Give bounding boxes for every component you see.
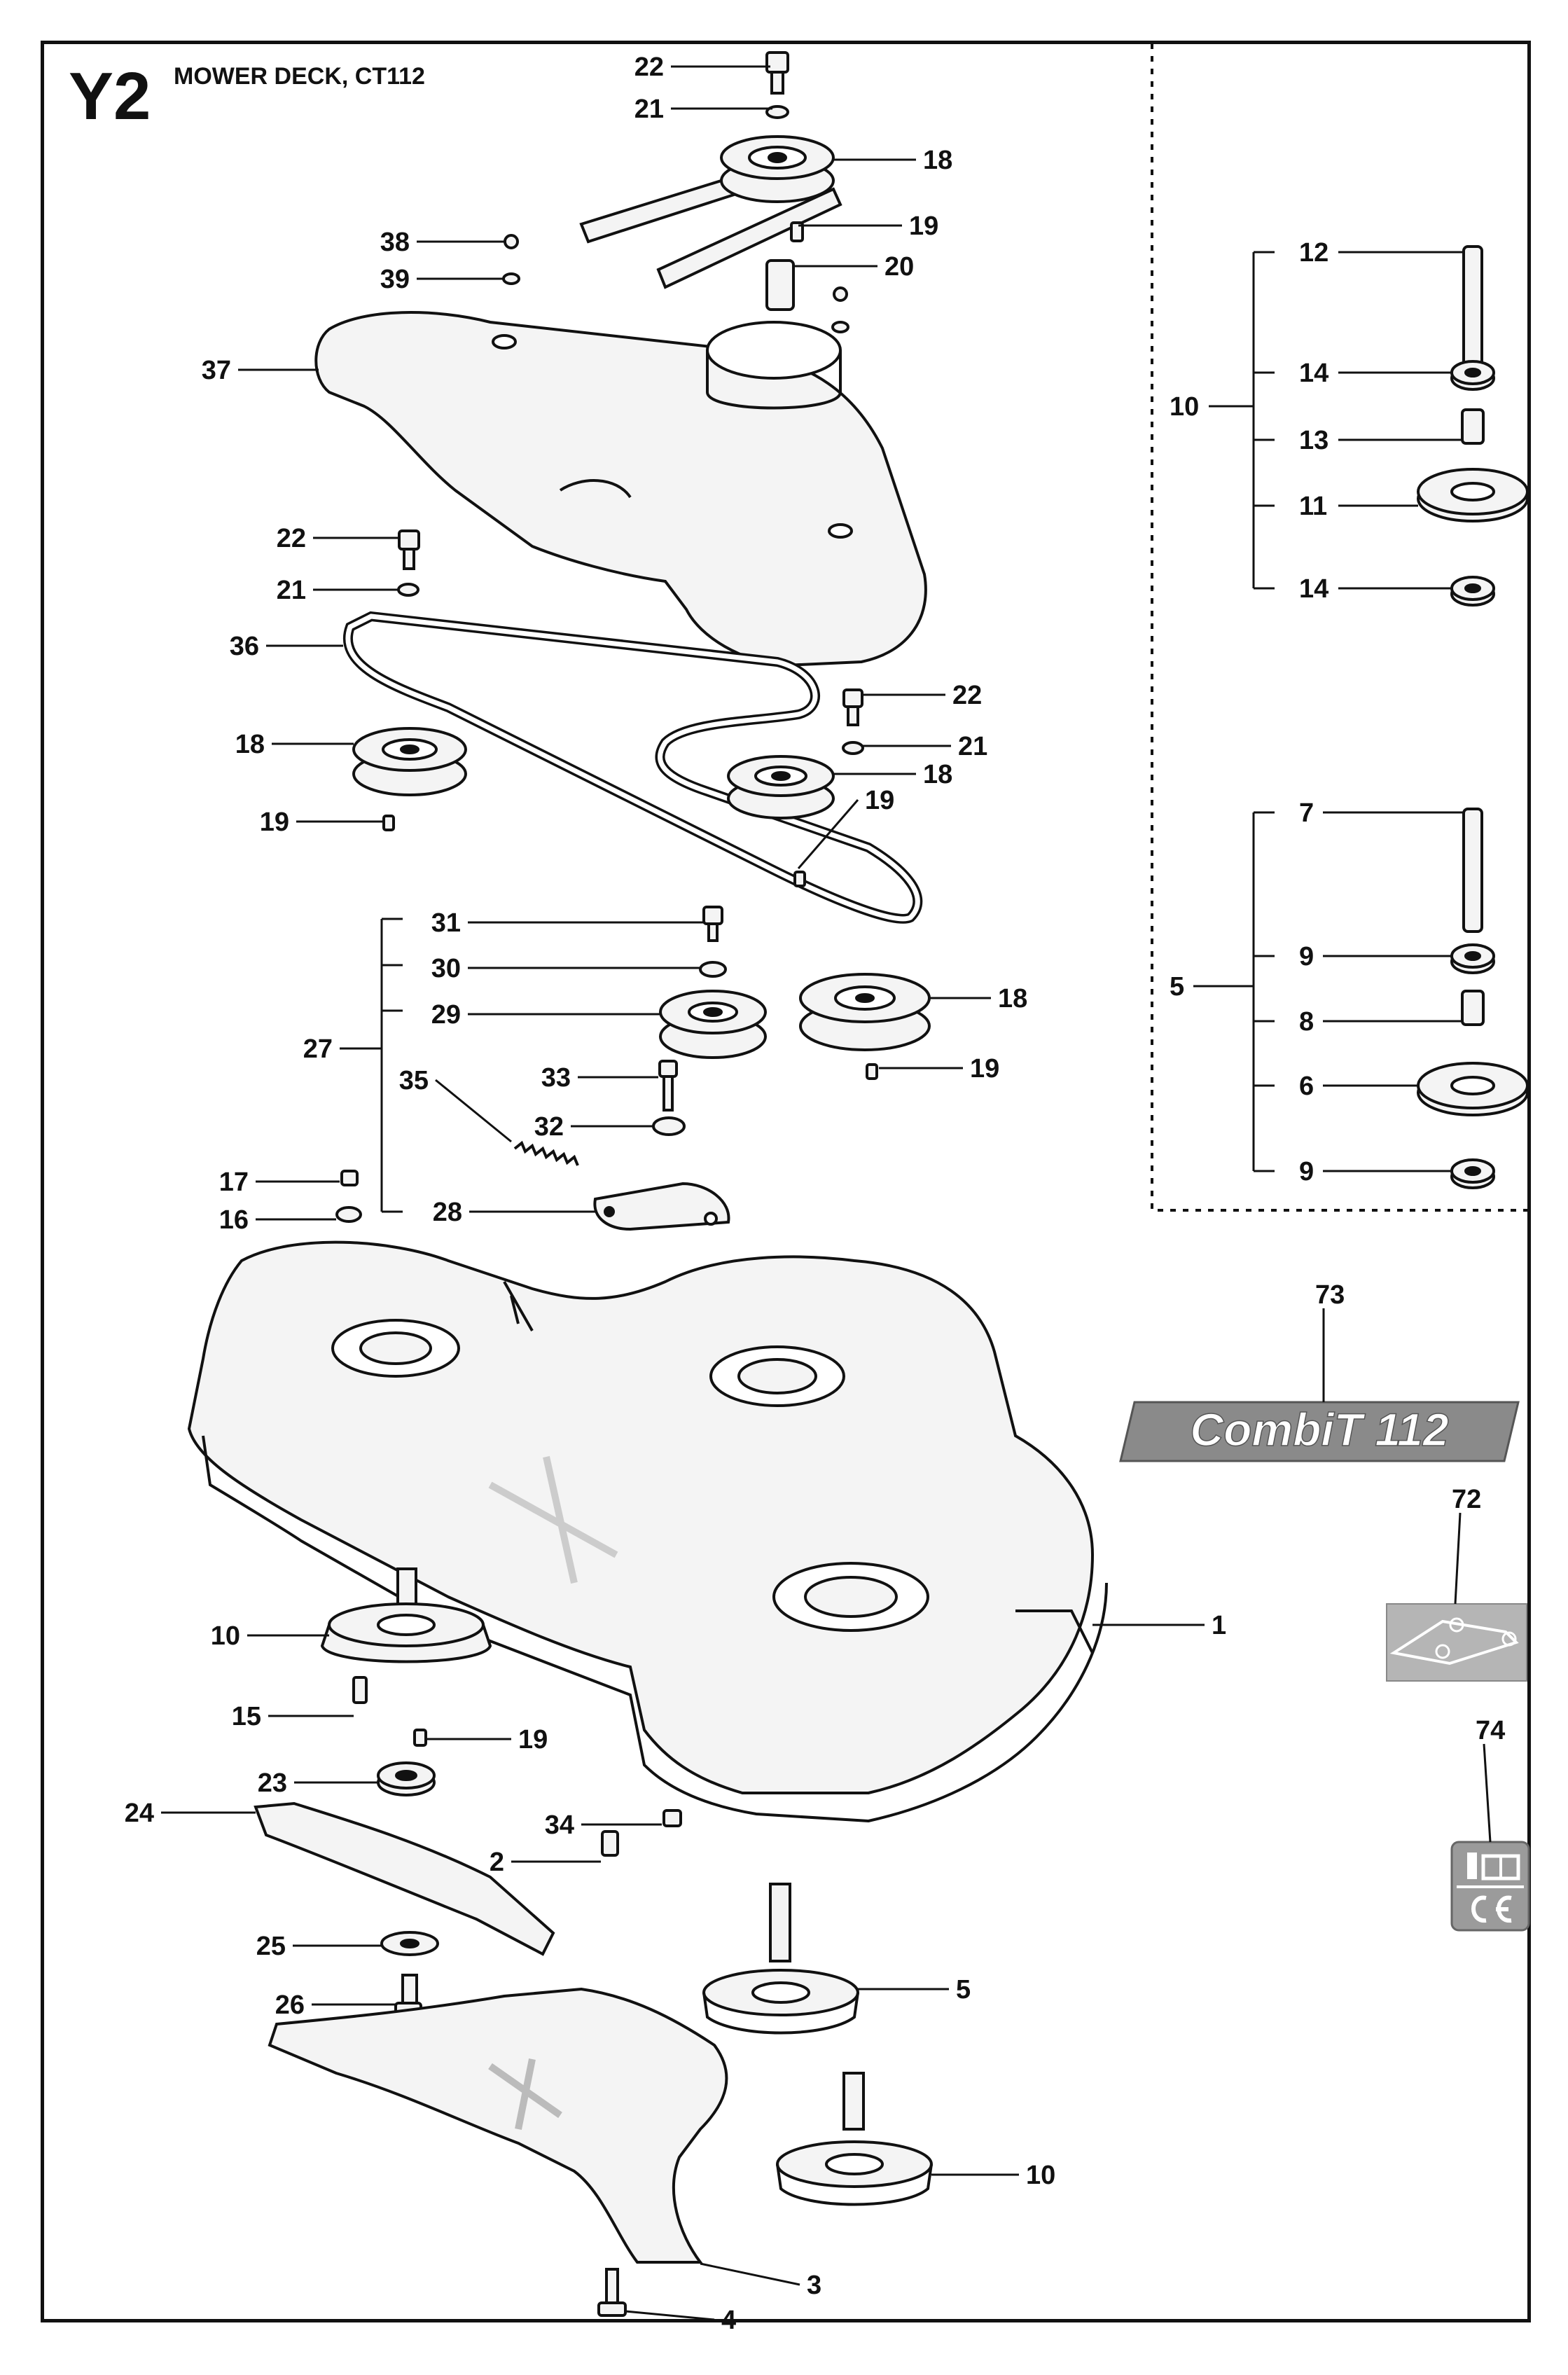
callout-pulley: 18 xyxy=(923,760,952,789)
callout-spacer: 20 xyxy=(884,252,914,282)
callout-idler-pulley: 29 xyxy=(431,1000,461,1030)
callout-bolt: 22 xyxy=(952,681,982,710)
callout-washer: 32 xyxy=(534,1112,564,1142)
callout-shaft: 7 xyxy=(1299,798,1314,828)
callout-screw: 38 xyxy=(380,228,410,257)
callout-nut: 17 xyxy=(219,1168,249,1197)
callout-pulley: 18 xyxy=(923,146,952,175)
callout-key: 19 xyxy=(970,1054,999,1083)
callout-washer: 16 xyxy=(219,1205,249,1235)
callout-spindle-housing: 10 xyxy=(1026,2161,1055,2190)
leader-line xyxy=(1483,1743,1492,1843)
callout-bolt: 15 xyxy=(232,1702,261,1731)
callout-tensioner-assembly: 27 xyxy=(303,1034,333,1064)
kit-parts xyxy=(1417,245,1529,1189)
callout-bolt: 22 xyxy=(277,524,306,553)
callout-key: 19 xyxy=(865,786,894,815)
callout-idler-arm: 28 xyxy=(433,1198,462,1227)
callout-housing: 6 xyxy=(1299,1072,1314,1101)
ce-mark-icon xyxy=(1471,1895,1512,1923)
callout-washer: 25 xyxy=(256,1932,286,1961)
callout-washer: 39 xyxy=(380,265,410,294)
callout-spring: 35 xyxy=(399,1066,429,1095)
callout-spindle-kit: 5 xyxy=(1170,972,1184,1002)
leader-line xyxy=(1454,1512,1462,1605)
callout-pulley: 18 xyxy=(998,984,1027,1013)
callout-washer: 30 xyxy=(431,954,461,983)
decal-label: CombiT 112 xyxy=(1190,1404,1448,1455)
callout-deck-housing: 1 xyxy=(1212,1611,1226,1640)
callout-bolt: 22 xyxy=(634,53,664,82)
deck-housing-shape xyxy=(187,1240,1108,1823)
callout-bearing: 14 xyxy=(1299,574,1328,604)
leader-line xyxy=(700,2262,800,2286)
leader-lines xyxy=(161,65,1492,2321)
belt-routing-icon xyxy=(1386,1603,1527,1682)
callout-baffle: 3 xyxy=(807,2271,821,2300)
combit-decal: CombiT 112 xyxy=(1119,1401,1520,1462)
page-title: MOWER DECK, CT112 xyxy=(174,63,425,90)
callout-nut: 34 xyxy=(545,1810,574,1840)
book-info-icon xyxy=(1467,1853,1520,1881)
callout-bolt: 31 xyxy=(431,908,461,938)
leader-line xyxy=(435,1079,512,1143)
page-code: Y2 xyxy=(69,59,151,134)
callout-bearing: 14 xyxy=(1299,359,1328,388)
callout-pulley: 18 xyxy=(235,730,265,759)
callout-bolt: 33 xyxy=(541,1063,571,1093)
callout-drive-belt: 36 xyxy=(230,632,259,661)
callout-decal: 73 xyxy=(1315,1280,1345,1310)
callout-blade: 24 xyxy=(125,1799,154,1828)
info-ce-decal xyxy=(1450,1841,1530,1932)
callout-bearing: 9 xyxy=(1299,1157,1314,1186)
callout-key: 19 xyxy=(909,212,938,241)
belt-guard-shape xyxy=(314,311,927,667)
callout-housing: 11 xyxy=(1299,492,1327,521)
callout-washer: 21 xyxy=(958,732,987,761)
callout-spindle-housing: 5 xyxy=(956,1975,971,2004)
callout-decal: 72 xyxy=(1452,1485,1481,1514)
callout-key: 19 xyxy=(260,808,289,837)
callout-key: 19 xyxy=(518,1725,548,1754)
callout-bearing: 9 xyxy=(1299,942,1314,971)
callout-washer: 21 xyxy=(634,95,664,124)
top-pulley-group xyxy=(502,51,849,333)
callout-spacer: 8 xyxy=(1299,1007,1314,1037)
callout-spindle-kit: 10 xyxy=(1170,392,1199,422)
callout-bolt: 26 xyxy=(275,1990,305,2020)
leader-line xyxy=(625,2310,715,2321)
callout-decal: 74 xyxy=(1476,1716,1505,1745)
page-border xyxy=(41,41,1531,2322)
callout-belt-guard: 37 xyxy=(202,356,231,385)
callout-spacer: 13 xyxy=(1299,426,1328,455)
callout-spacer: 2 xyxy=(490,1848,504,1877)
callout-labels: 2221181920383937222136181922211819313029… xyxy=(125,53,1506,2335)
callout-bearing: 23 xyxy=(258,1768,287,1798)
callout-washer: 21 xyxy=(277,576,306,605)
spindle-blade-group xyxy=(254,1567,933,2317)
leader-line xyxy=(797,799,859,869)
callout-shaft: 12 xyxy=(1299,238,1328,268)
callout-bolt: 4 xyxy=(721,2306,736,2335)
callout-spindle-housing: 10 xyxy=(211,1621,240,1651)
kit-dashed-box xyxy=(1151,43,1529,1212)
